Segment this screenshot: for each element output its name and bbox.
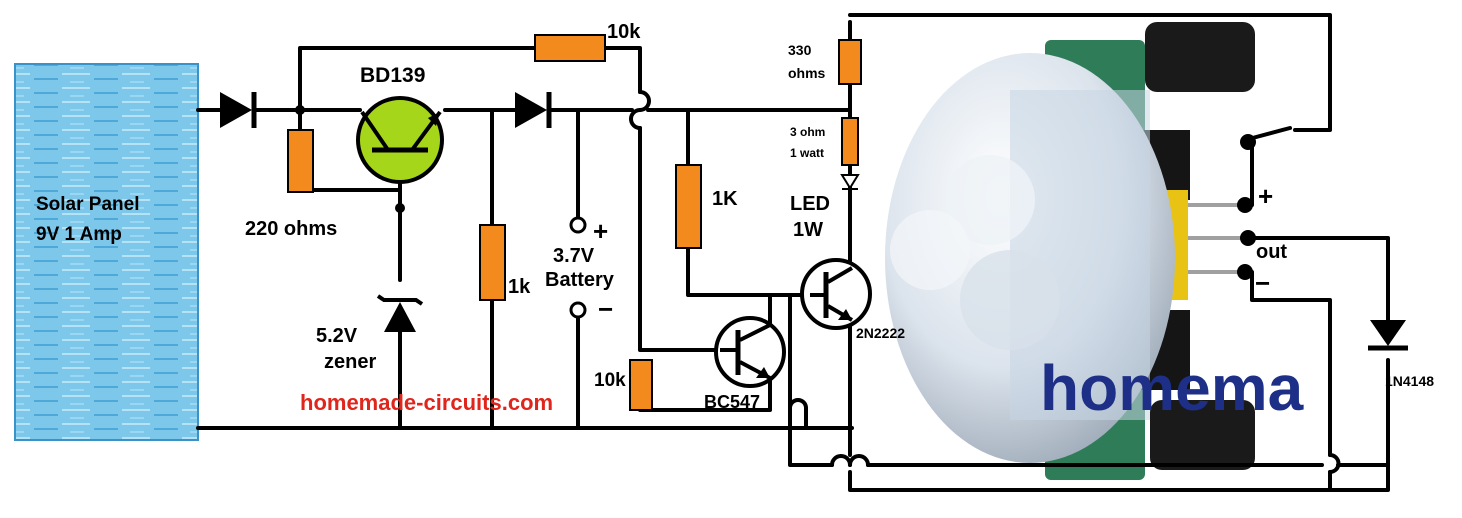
resistor-330-label-1: 330 bbox=[788, 42, 812, 58]
resistor-1k-left-label: 1k bbox=[508, 276, 531, 298]
bc547-label: BC547 bbox=[704, 392, 760, 412]
resistor-3-ohm bbox=[841, 117, 859, 166]
diode-1n4148: 1N4148 bbox=[1368, 320, 1434, 389]
bd139-label: BD139 bbox=[360, 64, 425, 87]
zener-voltage-label: 5.2V bbox=[316, 325, 358, 347]
resistor-10k-bottom bbox=[629, 359, 653, 411]
2n2222-label: 2N2222 bbox=[856, 325, 905, 341]
watermark-text: homema bbox=[1040, 352, 1304, 424]
zener-diode: 5.2V zener bbox=[316, 294, 424, 373]
resistor-1k-right-label: 1K bbox=[712, 188, 738, 210]
led-label-2: 1W bbox=[793, 219, 823, 241]
junction-dot bbox=[395, 203, 405, 213]
resistor-1k-right bbox=[675, 164, 702, 249]
pir-pins: + out − bbox=[1237, 134, 1287, 298]
zener-label: zener bbox=[324, 351, 376, 373]
resistor-220-label: 220 ohms bbox=[245, 218, 337, 240]
input-diode bbox=[220, 92, 257, 128]
bc547-transistor: BC547 bbox=[704, 316, 786, 412]
pir-minus-label: − bbox=[1255, 268, 1270, 298]
resistor-10k-top bbox=[534, 34, 606, 62]
pir-sensor-module: homema bbox=[885, 22, 1304, 480]
led-1w: LED 1W bbox=[790, 174, 860, 241]
resistor-10k-bottom-label: 10k bbox=[594, 370, 626, 391]
resistor-220-ohms bbox=[287, 129, 314, 193]
pir-plus-label: + bbox=[1258, 181, 1273, 211]
battery-plus: + bbox=[593, 216, 608, 246]
junction-dot bbox=[295, 105, 305, 115]
resistor-330-ohms bbox=[838, 39, 862, 85]
battery-label: Battery bbox=[545, 269, 615, 291]
resistor-3-ohm-label-2: 1 watt bbox=[790, 146, 824, 160]
resistor-330-label-2: ohms bbox=[788, 65, 826, 81]
battery: + − 3.7V Battery bbox=[545, 216, 615, 324]
solar-panel-label-1: Solar Panel bbox=[36, 194, 140, 215]
resistor-3-ohm-label-1: 3 ohm bbox=[790, 125, 825, 139]
diode-1n4148-label: 1N4148 bbox=[1385, 373, 1434, 389]
solar-panel: Solar Panel 9V 1 Amp bbox=[14, 63, 199, 441]
website-label: homemade-circuits.com bbox=[300, 390, 553, 415]
pir-out-label: out bbox=[1256, 241, 1287, 263]
battery-minus: − bbox=[598, 294, 613, 324]
resistor-10k-top-label: 10k bbox=[607, 21, 641, 43]
bd139-transistor: BD139 bbox=[356, 64, 444, 184]
resistor-1k-left bbox=[479, 224, 506, 301]
solar-panel-label-2: 9V 1 Amp bbox=[36, 224, 122, 245]
battery-voltage-label: 3.7V bbox=[553, 245, 595, 267]
led-label-1: LED bbox=[790, 193, 830, 215]
charge-diode bbox=[515, 92, 552, 128]
2n2222-transistor: 2N2222 bbox=[800, 258, 905, 341]
wires bbox=[196, 13, 1390, 492]
